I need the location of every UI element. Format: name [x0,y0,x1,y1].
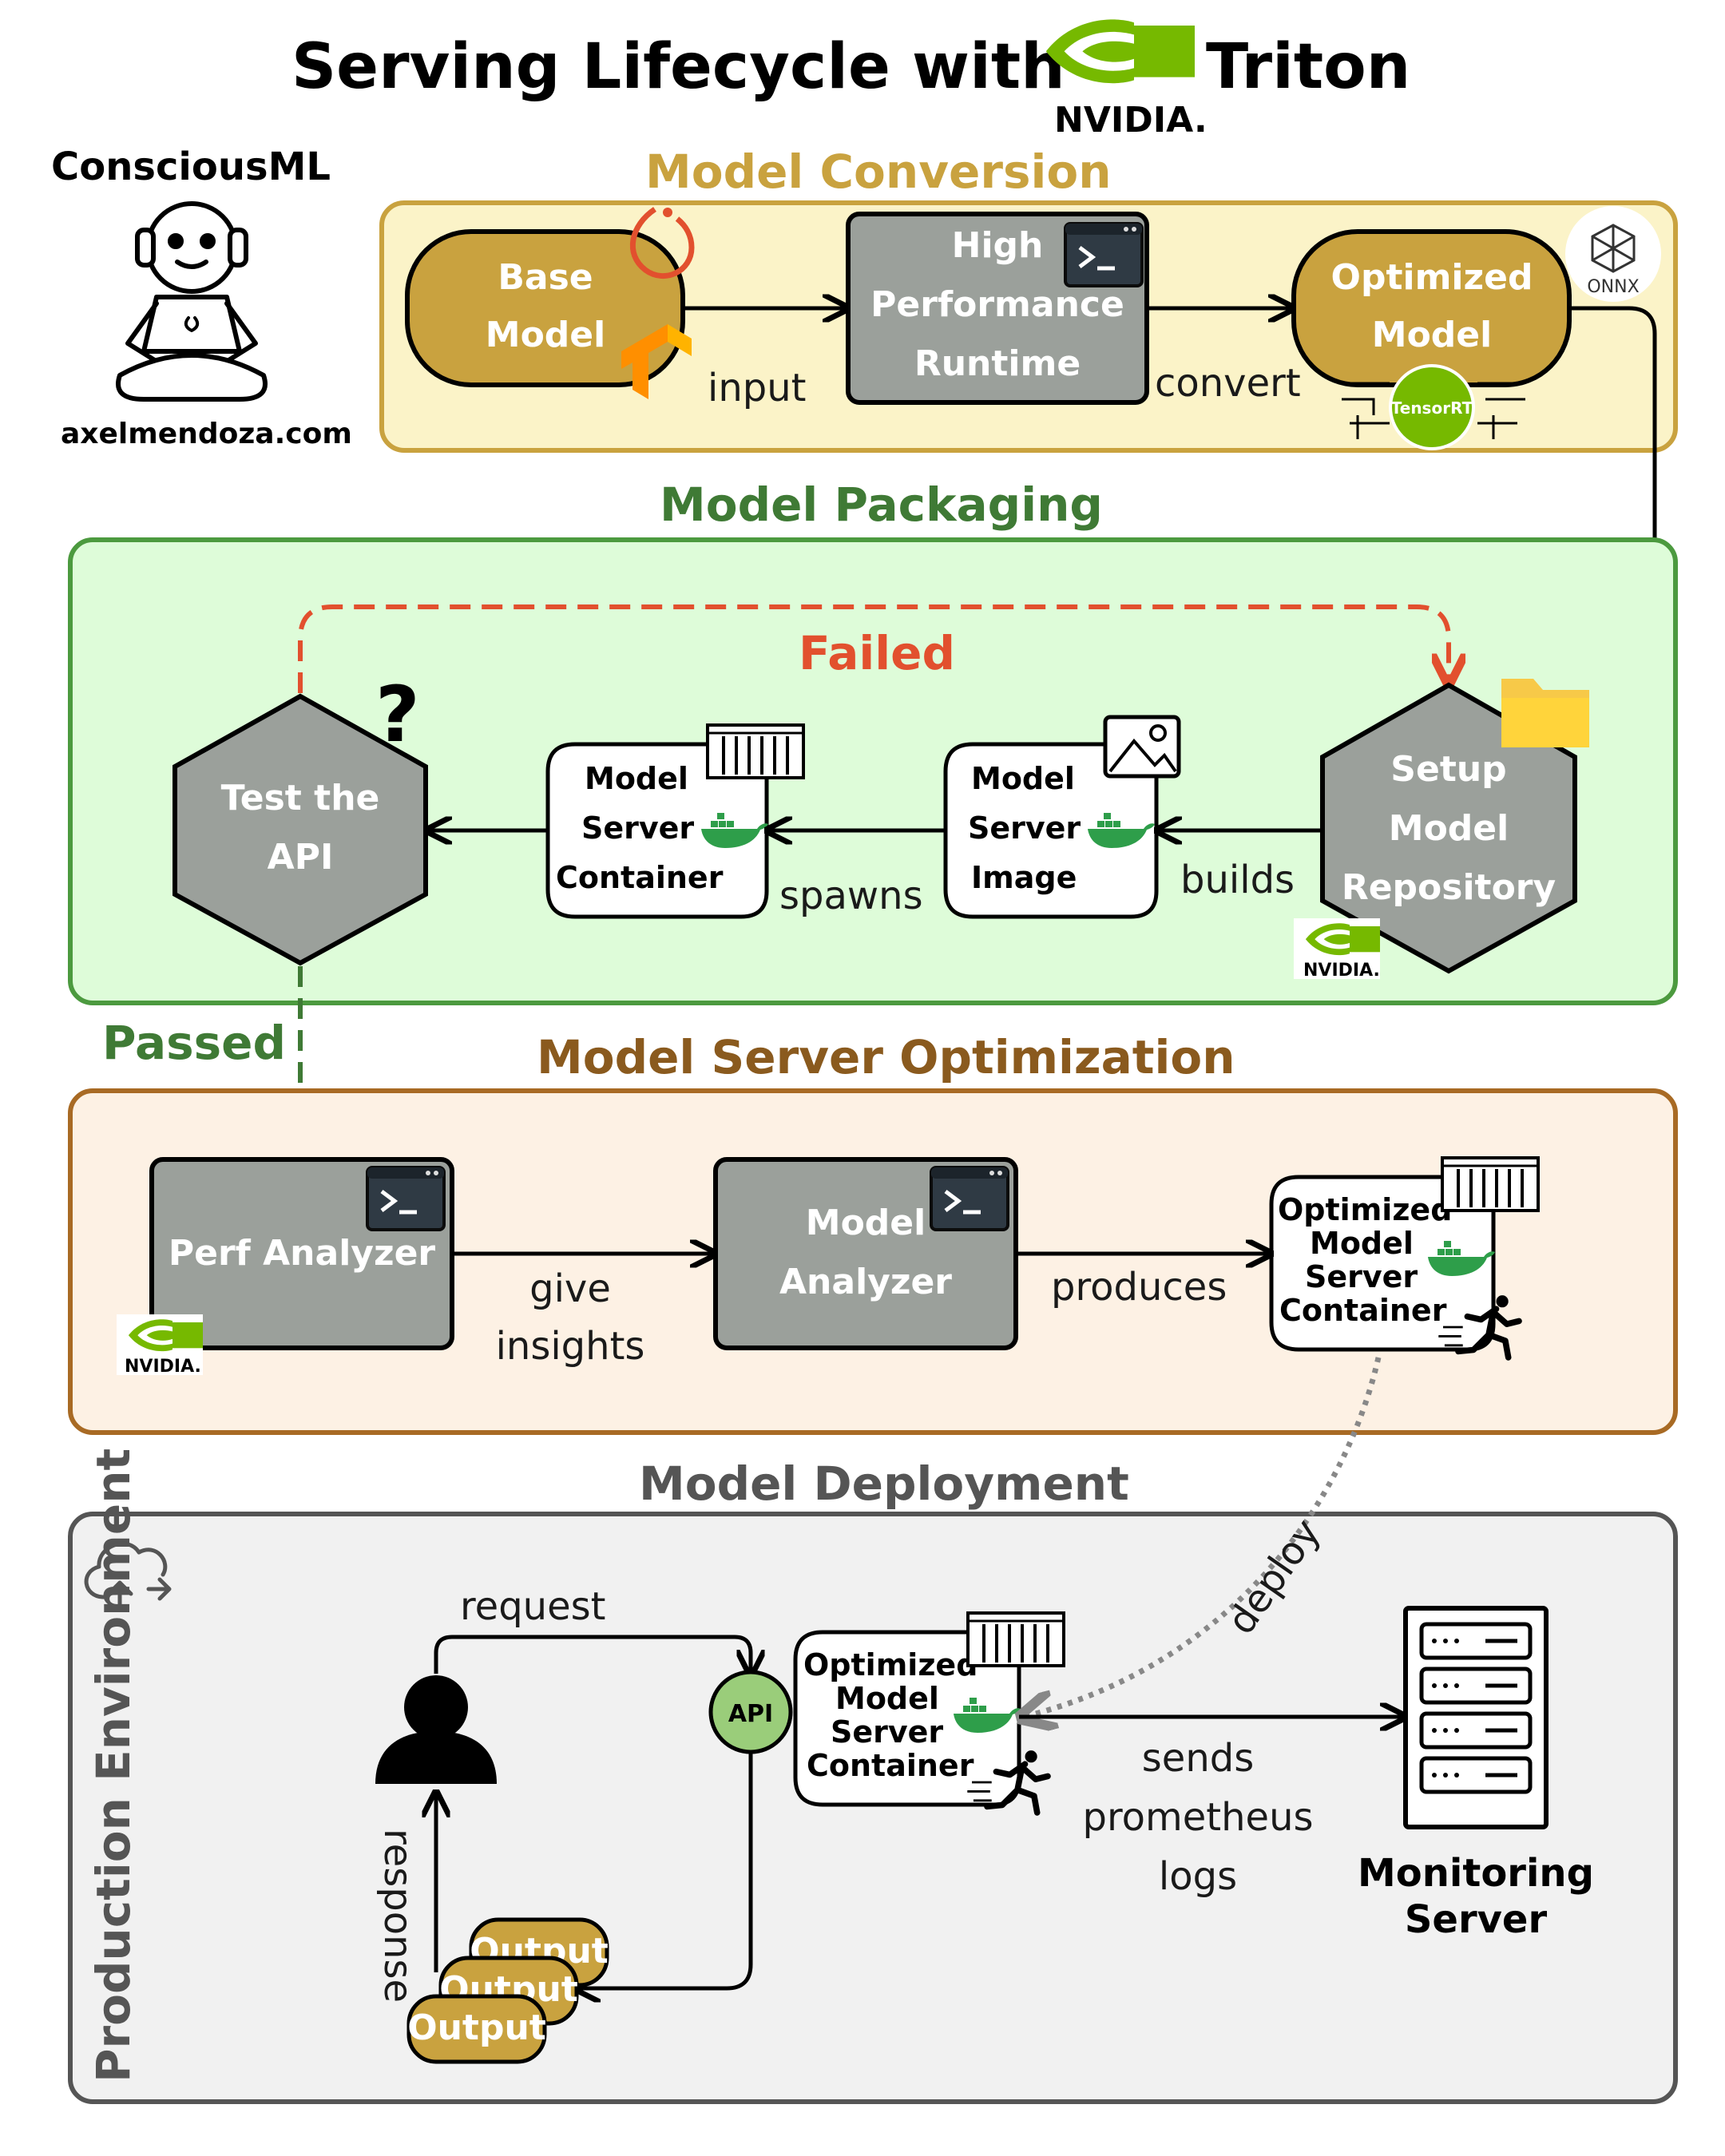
edge-label-spawns: spawns [779,874,923,918]
svg-text:Container: Container [1279,1293,1447,1328]
output-item: Output [406,1994,547,2064]
edge-api-to-output [578,1752,753,1988]
optimized-model-node[interactable]: Optimized Model [1291,229,1572,387]
svg-text:Container: Container [556,860,724,895]
cloud-icon [84,1541,172,1607]
svg-text:TensorRT: TensorRT [1391,398,1473,418]
brand-site: axelmendoza.com [61,418,352,450]
folder-icon [1501,679,1589,747]
nvidia-logo-header: NVIDIA. [1045,19,1208,141]
page-title-suffix: Triton [1206,31,1410,103]
svg-text:Container: Container [807,1748,974,1783]
svg-text:Server: Server [831,1714,943,1750]
nvidia-logo-optimization: NVIDIA. [117,1314,203,1377]
shipping-container-icon-deployed [966,1611,1065,1667]
api-node[interactable]: API [708,1670,793,1754]
svg-text:ONNX: ONNX [1587,277,1639,297]
svg-text:Model: Model [585,761,688,796]
onnx-icon: ONNX [1565,206,1661,302]
svg-text:Image: Image [971,860,1077,895]
terminal-icon-perf [367,1167,444,1230]
svg-text:Perf Analyzer: Perf Analyzer [169,1233,436,1274]
edge-deploy [1024,1357,1382,1717]
nvidia-logo-packaging: NVIDIA. [1294,918,1380,981]
monitoring-server-label: Monitoring [1358,1851,1594,1896]
robot-mascot-icon [116,201,268,402]
edge-label-input: input [708,366,806,410]
terminal-icon [1065,224,1142,286]
svg-text:Model: Model [835,1681,939,1716]
svg-text:Repository: Repository [1342,867,1556,908]
production-environment-label: Production Environment [86,1449,141,2083]
edge-label-failed: Failed [799,626,955,680]
deployed-container-node[interactable]: Optimized Model Server Container [793,1630,1021,1807]
edge-label-builds: builds [1180,858,1295,902]
edge-label-prometheus: prometheus [1082,1795,1313,1840]
svg-text:Runtime: Runtime [914,343,1081,384]
section-title-deployment: Model Deployment [639,1456,1129,1511]
svg-text:Model: Model [971,761,1075,796]
edge-label-produces: produces [1051,1265,1227,1310]
section-title-optimization: Model Server Optimization [537,1030,1235,1084]
svg-text:Server: Server [968,810,1081,846]
section-title-conversion: Model Conversion [645,145,1111,199]
edge-label-insights: insights [496,1324,645,1369]
user-icon [375,1675,497,1784]
tensorflow-icon [621,324,692,399]
svg-text:Test the: Test the [221,778,380,818]
section-title-packaging: Model Packaging [660,478,1103,532]
edge-label-response: response [375,1829,420,2003]
edge-label-request: request [460,1584,605,1629]
shipping-container-icon [706,723,805,779]
svg-text:Analyzer: Analyzer [779,1262,952,1302]
edge-label-give: give [529,1266,611,1311]
output-stack: Output Output Output [406,1917,609,2064]
svg-text:Model: Model [806,1203,926,1243]
optimized-container-node[interactable]: Optimized Model Server Container [1269,1175,1496,1352]
svg-text:Model: Model [1310,1226,1414,1261]
svg-text:Server: Server [581,810,694,846]
model-server-container-node[interactable]: Model Server Container [545,742,769,919]
svg-text:NVIDIA.: NVIDIA. [125,1357,201,1377]
edge-label-passed: Passed [102,1016,286,1070]
svg-text:Output: Output [407,2007,546,2048]
svg-text:Model: Model [1372,315,1492,355]
svg-text:Performance: Performance [870,284,1124,325]
svg-text:Base: Base [498,257,593,298]
svg-text:API: API [728,1700,773,1728]
nvidia-wordmark-header: NVIDIA. [1054,100,1208,141]
svg-text:Server: Server [1305,1259,1418,1294]
edge-label-sends: sends [1142,1736,1254,1781]
setup-model-repository-node[interactable]: Setup Model Repository [1320,682,1577,974]
tensorrt-icon: TensorRT [1342,364,1525,450]
picture-icon [1103,715,1181,779]
terminal-icon-model-analyzer [931,1167,1008,1230]
edge-failed-loop [298,604,1449,693]
svg-text:API: API [268,837,334,878]
page-title: Serving Lifecycle with [291,31,1065,103]
svg-text:NVIDIA.: NVIDIA. [1303,961,1380,981]
server-rack-icon [1403,1606,1549,1829]
svg-text:Optimized: Optimized [803,1647,978,1682]
pytorch-icon [629,207,695,279]
test-api-node[interactable]: Test the API [172,693,428,966]
svg-text:Optimized: Optimized [1331,257,1533,298]
svg-text:Optimized: Optimized [1278,1192,1452,1227]
edge-label-logs: logs [1159,1854,1237,1899]
shipping-container-icon-optimized [1441,1156,1540,1212]
question-mark-icon: ? [375,670,420,759]
section-packaging [68,537,1678,1005]
svg-text:Model: Model [1389,808,1509,849]
edge-label-convert: convert [1155,361,1301,406]
svg-text:Setup: Setup [1390,749,1506,790]
svg-text:High: High [952,225,1044,266]
monitoring-server-label-2: Server [1405,1897,1548,1942]
brand-name: ConsciousML [51,145,331,189]
edge-request [434,1635,751,1674]
svg-text:Model: Model [486,315,605,355]
